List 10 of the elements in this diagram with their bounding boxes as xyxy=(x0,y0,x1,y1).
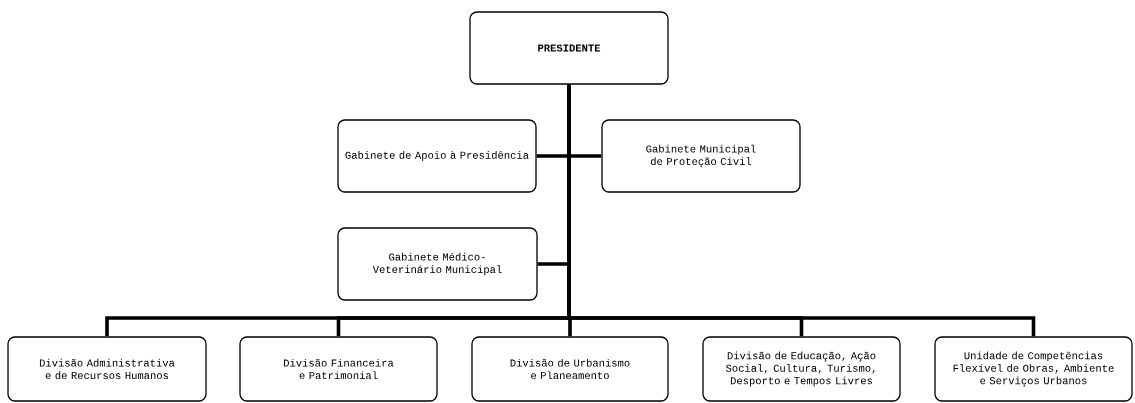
org-box: Divisão de Urbanismo e Planeamento xyxy=(471,336,669,402)
org-box: Unidade de Competências Flexível de Obras, Ambiente e Serviços Urbanos xyxy=(934,336,1133,402)
org-box: Gabinete Médico-Veterinário Municipal xyxy=(337,227,538,301)
org-box: Divisão de Educação, Ação Social, Cultura, Turismo, Desporto e Tempos Livres xyxy=(702,336,901,402)
org-box: Divisão Administrativa e de Recursos Humanos xyxy=(7,336,207,402)
org-box: PRESIDENTE xyxy=(469,11,669,85)
connector-line xyxy=(567,84,1036,337)
org-box: Gabinete Municipal de Proteção Civil xyxy=(601,119,801,193)
org-box: Divisão Financeira e Patrimonial xyxy=(239,336,438,402)
org-box: Gabinete de Apoio à Presidência xyxy=(337,119,537,193)
